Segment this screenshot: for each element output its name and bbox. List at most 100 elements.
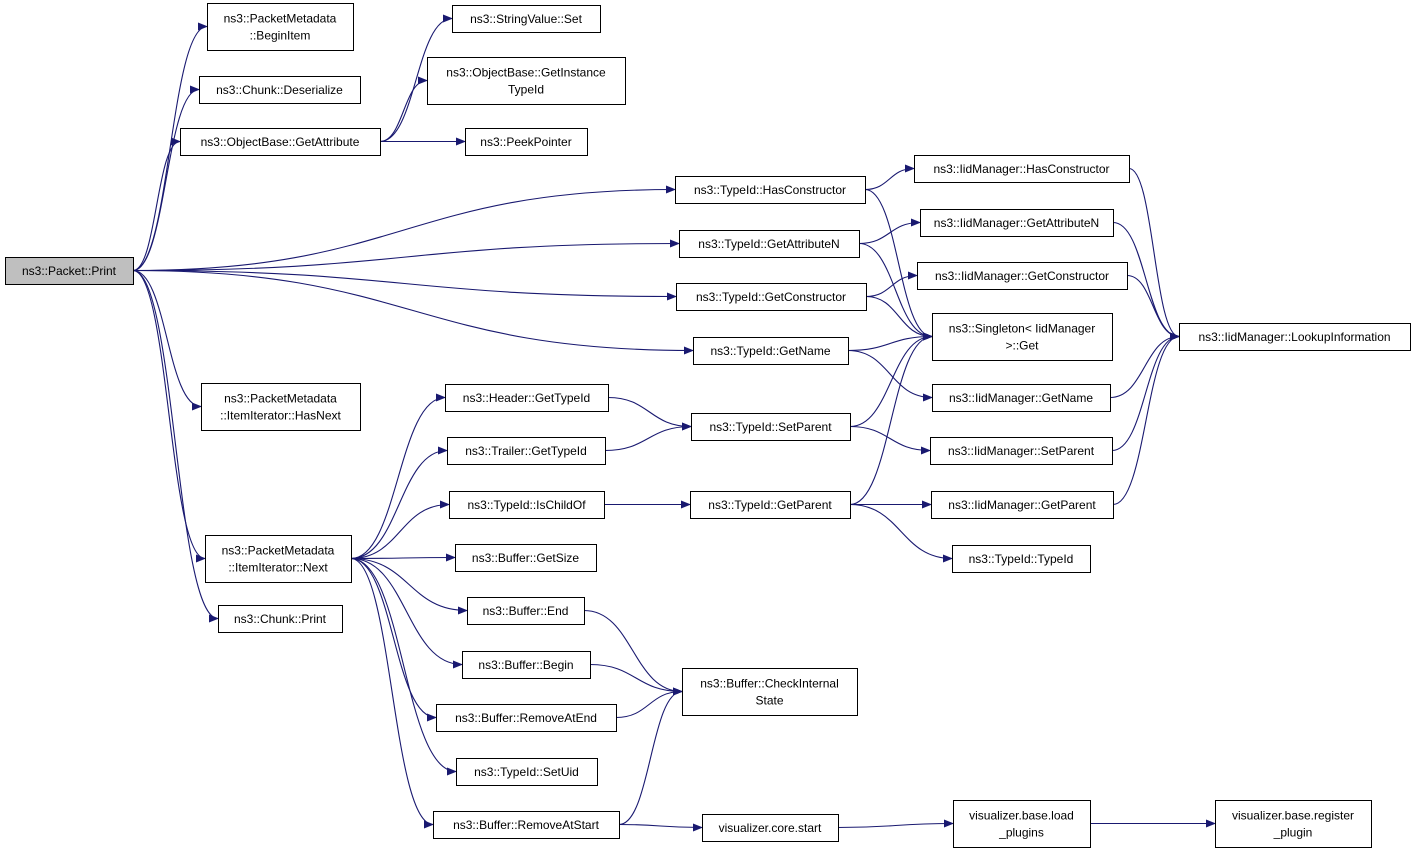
node-label: ns3::Buffer::Begin [478, 658, 573, 672]
node-label: ns3::TypeId::SetUid [474, 765, 579, 779]
node-typeid-setparent[interactable]: ns3::TypeId::SetParent [691, 413, 851, 441]
node-iid-lookupinformation[interactable]: ns3::IidManager::LookupInformation [1179, 323, 1411, 351]
node-box [920, 209, 1114, 237]
node-label: ns3::Packet::Print [22, 264, 117, 278]
edge-packet_print-to-chunk_print [132, 269, 219, 623]
node-label: ns3::TypeId::IsChildOf [467, 498, 586, 512]
node-chunk-print[interactable]: ns3::Chunk::Print [218, 605, 343, 633]
node-typeid-ischildof[interactable]: ns3::TypeId::IsChildOf [449, 491, 605, 519]
node-buffer-end[interactable]: ns3::Buffer::End [467, 597, 585, 625]
node-box [456, 758, 598, 786]
edge-pm_next-to-buffer_getsize [350, 553, 456, 562]
node-label: ns3::Chunk::Print [234, 612, 327, 626]
node-box [452, 5, 601, 33]
node-typeid-getname[interactable]: ns3::TypeId::GetName [693, 337, 849, 365]
node-box [433, 811, 620, 839]
node-label: ::ItemIterator::HasNext [220, 409, 341, 423]
node-iid-getattributen[interactable]: ns3::IidManager::GetAttributeN [920, 209, 1114, 237]
node-buffer-removeatend[interactable]: ns3::Buffer::RemoveAtEnd [436, 704, 617, 732]
node-box [693, 337, 849, 365]
node-label: State [755, 694, 783, 708]
node-typeid-typeid[interactable]: ns3::TypeId::TypeId [952, 545, 1091, 573]
edge-iid_setparent-to-iid_lookupinformation [1111, 332, 1180, 452]
edge-pm_next-to-header_gettypeid [350, 393, 446, 560]
node-label: ns3::IidManager::HasConstructor [933, 162, 1109, 176]
node-label: ns3::TypeId::TypeId [969, 552, 1074, 566]
node-typeid-setuid[interactable]: ns3::TypeId::SetUid [456, 758, 598, 786]
node-pm-hasnext[interactable]: ns3::PacketMetadata::ItemIterator::HasNe… [201, 383, 361, 431]
node-peekpointer[interactable]: ns3::PeekPointer [465, 128, 588, 156]
node-box [462, 651, 591, 679]
node-box [691, 413, 851, 441]
node-iid-setparent[interactable]: ns3::IidManager::SetParent [930, 437, 1113, 465]
node-iid-getname[interactable]: ns3::IidManager::GetName [932, 384, 1111, 412]
node-typeid-getparent[interactable]: ns3::TypeId::GetParent [690, 491, 851, 519]
node-trailer-gettypeid[interactable]: ns3::Trailer::GetTypeId [447, 437, 606, 465]
node-label: _plugin [1273, 826, 1313, 840]
node-vis-core-start[interactable]: visualizer.core.start [702, 814, 839, 842]
node-box [207, 3, 354, 51]
node-stringvalue-set[interactable]: ns3::StringValue::Set [452, 5, 601, 33]
edge-buffer_removeatstart-to-buffer_checkinternalstate [618, 687, 683, 826]
node-box [676, 283, 867, 311]
node-vis-base-loadplugins[interactable]: visualizer.base.load_plugins [953, 800, 1091, 848]
node-label: ns3::ObjectBase::GetInstance [446, 66, 606, 80]
node-buffer-begin[interactable]: ns3::Buffer::Begin [462, 651, 591, 679]
node-label: ns3::IidManager::GetParent [948, 498, 1096, 512]
node-label: ns3::TypeId::GetName [710, 344, 830, 358]
edge-trailer_gettypeid-to-typeid_setparent [604, 422, 692, 452]
node-label: ns3::Chunk::Deserialize [216, 83, 343, 97]
node-singleton-get[interactable]: ns3::Singleton< IidManager>::Get [932, 313, 1113, 361]
node-pm-beginitem[interactable]: ns3::PacketMetadata::BeginItem [207, 3, 354, 51]
node-buffer-getsize[interactable]: ns3::Buffer::GetSize [455, 544, 597, 572]
edge-vis_core_start-to-vis_base_loadplugins [837, 819, 954, 829]
node-box [455, 544, 597, 572]
node-label: ns3::StringValue::Set [470, 12, 583, 26]
edge-packet_print-to-ob_getattribute [132, 137, 181, 272]
edge-typeid_getparent-to-singleton_get [849, 332, 933, 506]
edge-typeid_setparent-to-singleton_get [849, 332, 933, 428]
node-typeid-hasconstructor[interactable]: ns3::TypeId::HasConstructor [675, 176, 866, 204]
node-header-gettypeid[interactable]: ns3::Header::GetTypeId [445, 384, 609, 412]
edge-iid_getattributen-to-iid_lookupinformation [1112, 221, 1180, 341]
node-box [679, 230, 860, 258]
node-label: _plugins [998, 826, 1044, 840]
node-box [675, 176, 866, 204]
edge-typeid_setparent-to-iid_setparent [849, 425, 931, 455]
node-label: ns3::Trailer::GetTypeId [465, 444, 587, 458]
node-label: ns3::IidManager::GetAttributeN [934, 216, 1099, 230]
node-box [5, 257, 134, 285]
edge-buffer_removeatstart-to-vis_core_start [618, 823, 703, 832]
edge-buffer_begin-to-buffer_checkinternalstate [589, 663, 683, 696]
edge-pm_next-to-buffer_removeatstart [350, 557, 434, 829]
node-typeid-getattributen[interactable]: ns3::TypeId::GetAttributeN [679, 230, 860, 258]
node-typeid-getconstructor[interactable]: ns3::TypeId::GetConstructor [676, 283, 867, 311]
node-box [931, 491, 1114, 519]
node-label: ns3::ObjectBase::GetAttribute [201, 135, 360, 149]
edge-buffer_removeatend-to-buffer_checkinternalstate [615, 687, 683, 719]
node-vis-base-registerplugin[interactable]: visualizer.base.register_plugin [1215, 800, 1372, 848]
node-pm-next[interactable]: ns3::PacketMetadata::ItemIterator::Next [205, 535, 352, 583]
node-label: ns3::PacketMetadata [224, 12, 337, 26]
node-label: ns3::IidManager::GetConstructor [935, 269, 1109, 283]
node-ob-getattribute[interactable]: ns3::ObjectBase::GetAttribute [180, 128, 381, 156]
edge-typeid_getconstructor-to-singleton_get [865, 295, 933, 341]
node-label: ns3::TypeId::GetConstructor [696, 290, 846, 304]
node-box [952, 545, 1091, 573]
node-iid-hasconstructor[interactable]: ns3::IidManager::HasConstructor [914, 155, 1130, 183]
node-label: ::ItemIterator::Next [228, 561, 328, 575]
node-label: ns3::IidManager::SetParent [948, 444, 1095, 458]
node-iid-getconstructor[interactable]: ns3::IidManager::GetConstructor [917, 262, 1128, 290]
edge-pm_next-to-buffer_removeatend [350, 557, 437, 722]
node-packet-print[interactable]: ns3::Packet::Print [5, 257, 134, 285]
node-chunk-deserialize[interactable]: ns3::Chunk::Deserialize [199, 76, 361, 104]
node-buffer-removeatstart[interactable]: ns3::Buffer::RemoveAtStart [433, 811, 620, 839]
edge-ob_getattribute-to-ob_getinstancetypeid [379, 76, 428, 143]
node-label: ns3::IidManager::LookupInformation [1198, 330, 1390, 344]
node-box [205, 535, 352, 583]
node-box [427, 57, 626, 105]
edge-typeid_getname-to-iid_getname [847, 349, 933, 402]
node-iid-getparent[interactable]: ns3::IidManager::GetParent [931, 491, 1114, 519]
